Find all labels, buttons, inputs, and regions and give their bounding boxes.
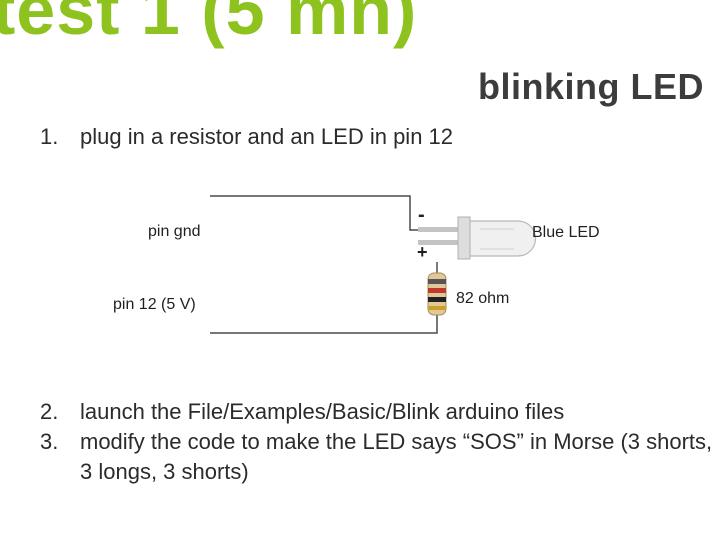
steps-list-bottom: 2. launch the File/Examples/Basic/Blink …: [40, 397, 720, 487]
led-icon: [418, 216, 537, 260]
step-item: 3. modify the code to make the LED says …: [40, 427, 720, 487]
gnd-wire: [210, 195, 418, 231]
step-text: launch the File/Examples/Basic/Blink ard…: [80, 399, 565, 424]
resistor-label: 82 ohm: [456, 290, 509, 307]
slide-subtitle: blinking LED: [478, 66, 704, 107]
slide-title: test 1 (5 mn): [0, 0, 418, 49]
step-number: 3.: [40, 429, 59, 454]
minus-label: -: [418, 204, 425, 226]
resistor-icon: [427, 262, 447, 316]
plus-label: +: [417, 242, 428, 262]
step-number: 2.: [40, 399, 59, 424]
step-item: 2. launch the File/Examples/Basic/Blink …: [40, 397, 720, 427]
led-label: Blue LED: [532, 224, 600, 241]
step-number: 1.: [40, 124, 59, 149]
pin-12-label: pin 12 (5 V): [113, 296, 196, 313]
step-text: modify the code to make the LED says “SO…: [80, 429, 713, 484]
pin-gnd-label: pin gnd: [148, 223, 201, 240]
pin12-wire: [210, 312, 438, 334]
step-text: plug in a resistor and an LED in pin 12: [80, 124, 454, 149]
steps-list-top: 1. plug in a resistor and an LED in pin …: [40, 122, 453, 152]
step-item: 1. plug in a resistor and an LED in pin …: [40, 122, 453, 152]
